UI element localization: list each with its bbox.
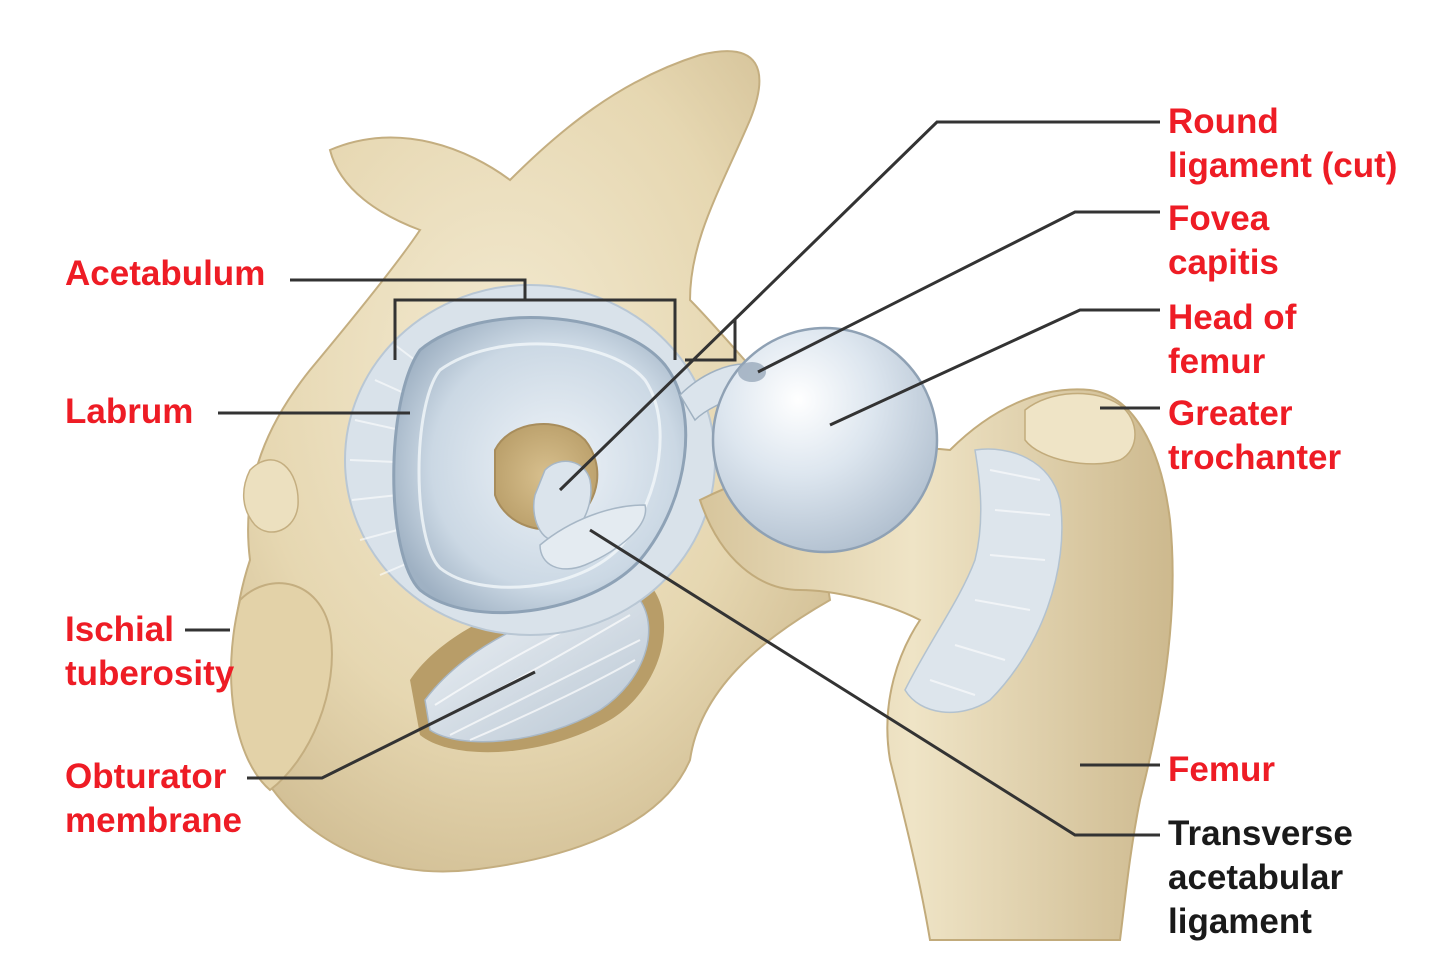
transverse-acetabular-ligament	[539, 504, 647, 570]
bracket-round-ligament	[685, 320, 737, 362]
label-trochanter-line1: Greater	[1168, 394, 1293, 433]
label-head-line2: femur	[1168, 342, 1266, 381]
label-acetabulum-line1: Acetabulum	[65, 254, 266, 293]
fovea-capitis	[738, 362, 766, 382]
greater-trochanter	[1024, 392, 1136, 465]
label-obturator-membrane: Obturator membrane	[65, 755, 242, 843]
label-trochanter-line2: trochanter	[1168, 438, 1342, 477]
label-round-line1: Round	[1168, 102, 1279, 141]
label-greater-trochanter: Greater trochanter	[1168, 392, 1341, 480]
label-obturator-line2: membrane	[65, 801, 243, 840]
label-fovea-line2: capitis	[1168, 243, 1279, 282]
label-transverse-acetabular-ligament: Transverse acetabular ligament	[1168, 812, 1353, 944]
label-head-line1: Head of	[1168, 298, 1297, 337]
label-transverse-line1: Transverse	[1168, 814, 1353, 853]
label-labrum-line1: Labrum	[65, 392, 194, 431]
leader-obturator	[247, 670, 536, 780]
label-fovea-capitis: Fovea capitis	[1168, 197, 1279, 285]
label-ischial-line1: Ischial	[65, 610, 174, 649]
leader-head	[829, 308, 1160, 427]
label-femur-line1: Femur	[1168, 750, 1275, 789]
label-femur: Femur	[1168, 748, 1275, 792]
label-head-of-femur: Head of femur	[1168, 296, 1296, 384]
label-acetabulum: Acetabulum	[65, 252, 265, 296]
label-transverse-line2: acetabular	[1168, 858, 1344, 897]
leader-round-ligament	[558, 120, 1160, 492]
label-round-ligament: Round ligament (cut)	[1168, 100, 1397, 188]
label-ischial-tuberosity: Ischial tuberosity	[65, 608, 234, 696]
ischial-tuberosity	[230, 582, 333, 792]
label-obturator-line1: Obturator	[65, 757, 227, 796]
femoral-head	[711, 326, 939, 554]
pubic-bump	[243, 459, 299, 533]
label-round-line2: ligament (cut)	[1168, 146, 1398, 185]
label-labrum: Labrum	[65, 390, 193, 434]
leader-transverse	[589, 528, 1160, 837]
acetabulum-inner-rim	[417, 342, 662, 589]
label-fovea-line1: Fovea	[1168, 199, 1270, 238]
label-ischial-line2: tuberosity	[65, 654, 235, 693]
capsule-striations	[929, 469, 1051, 696]
leader-acetabulum	[290, 278, 527, 300]
joint-capsule-fibers	[904, 448, 1063, 713]
label-transverse-line3: ligament	[1168, 902, 1312, 941]
leader-fovea	[757, 210, 1160, 374]
leader-lines	[185, 120, 1160, 837]
bracket-acetabulum	[393, 298, 677, 360]
